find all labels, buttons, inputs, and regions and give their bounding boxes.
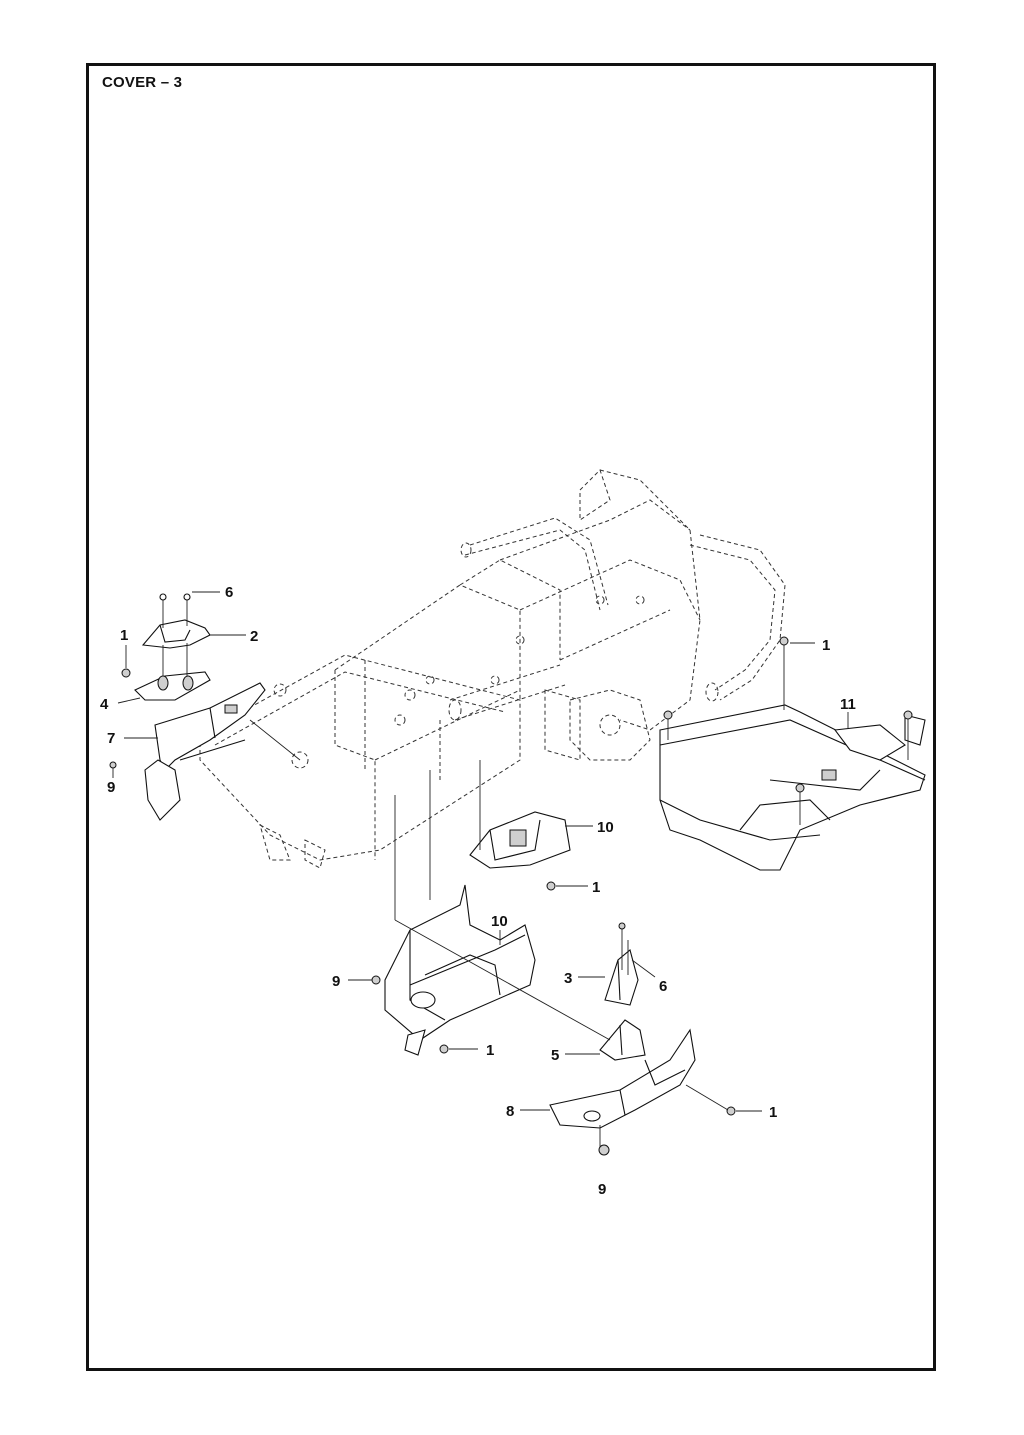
chassis-frame-outline: [199, 469, 786, 869]
callout-9: 9: [598, 1181, 606, 1198]
callout-11: 11: [840, 696, 856, 713]
part-10-tunnel-cover: [384, 770, 536, 1056]
screw-icon: [439, 1044, 449, 1054]
part-7-left-cover: [144, 682, 266, 821]
part-4-boss-bracket: [134, 643, 211, 701]
callout-5: 5: [551, 1047, 559, 1064]
assembly-leader-lines: [249, 719, 611, 1041]
screw-icon: [903, 710, 913, 720]
callout-6: 6: [225, 584, 233, 601]
screw-icon: [779, 636, 789, 646]
part-8-lower-cover: [549, 1028, 696, 1150]
callout-10: 10: [491, 913, 508, 930]
callout-4: 4: [100, 696, 109, 713]
part-10-upper-plate: [469, 760, 571, 869]
callout-10: 10: [597, 819, 614, 836]
screw-icon: [618, 922, 626, 930]
callout-1: 1: [486, 1042, 494, 1059]
callout-1: 1: [120, 627, 128, 644]
callout-9: 9: [332, 973, 340, 990]
callout-9: 9: [107, 779, 115, 796]
callout-7: 7: [107, 730, 115, 747]
screw-icon: [121, 668, 131, 678]
screw-icon: [795, 783, 805, 793]
part-11-floor-plate: [659, 645, 926, 871]
callout-1: 1: [769, 1104, 777, 1121]
callout-1: 1: [822, 637, 830, 654]
part-5-pedal-bracket: [599, 1019, 646, 1061]
callout-2: 2: [250, 628, 258, 645]
page-frame: [86, 63, 936, 1371]
part-2-upper-cover: [141, 593, 211, 649]
callout-3: 3: [564, 970, 572, 987]
clip-icon: [598, 1144, 610, 1156]
clip-icon: [371, 975, 381, 985]
part-3-pedal-cover: [604, 928, 639, 1006]
callout-1: 1: [592, 879, 600, 896]
screw-icon: [726, 1106, 736, 1116]
screw-icon: [546, 881, 556, 891]
page-title: COVER – 3: [102, 74, 183, 91]
clip-icon: [109, 761, 117, 769]
callout-6: 6: [659, 978, 667, 995]
callout-leaders: [112, 591, 849, 1112]
screw-icon: [663, 710, 673, 720]
callout-8: 8: [506, 1103, 514, 1120]
fastener-icons: [109, 636, 913, 1156]
